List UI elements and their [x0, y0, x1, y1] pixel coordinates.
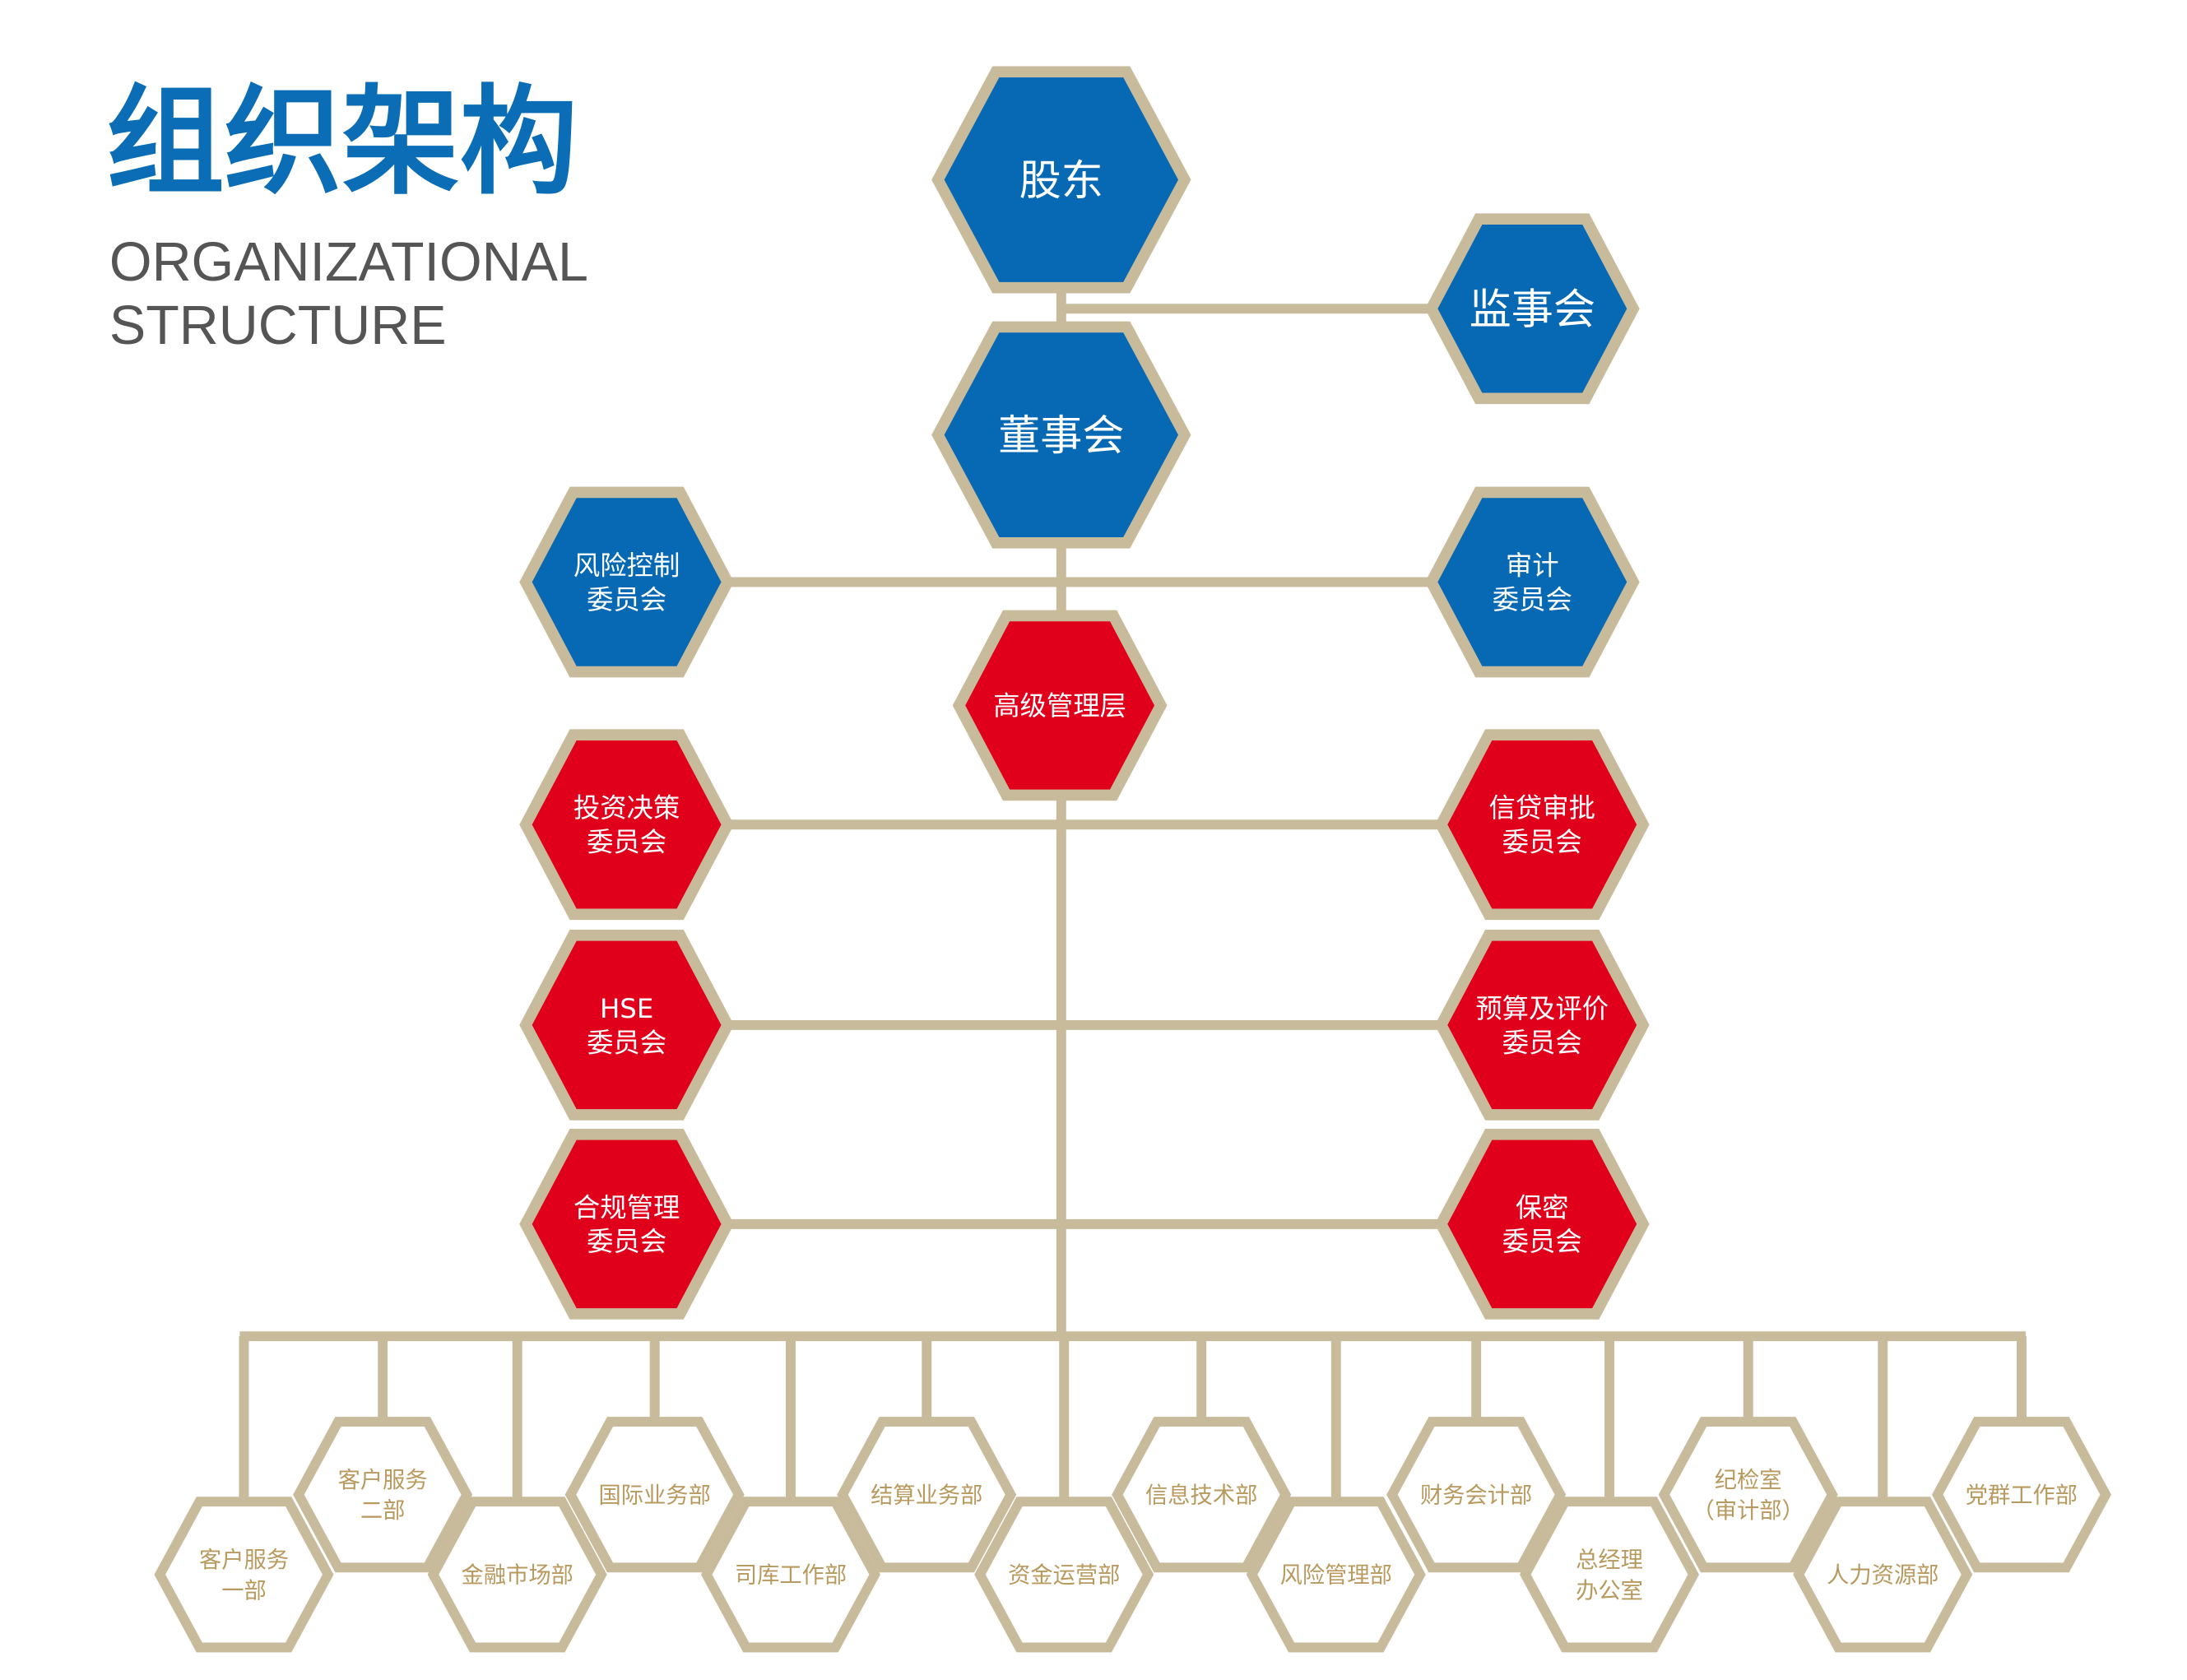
- hexagon-shape: [427, 1497, 607, 1653]
- hexagon-shape: [700, 1497, 880, 1653]
- node-label: 委员会: [587, 827, 666, 858]
- hexagon-shape: [1434, 1128, 1650, 1320]
- node-label: 风险控制: [573, 550, 680, 581]
- page-header: 组织架构 ORGANIZATIONAL STRUCTURE: [106, 73, 587, 356]
- node-label: 保密: [1516, 1192, 1569, 1223]
- hexagon-shape: [1434, 729, 1650, 921]
- node-label: 委员会: [587, 1226, 666, 1257]
- hexagon-shape: [1520, 1497, 1700, 1653]
- page-title: 组织架构: [106, 73, 577, 211]
- hexagon-shape: [952, 610, 1168, 801]
- department-node[interactable]: 党群工作部: [1931, 1417, 2111, 1573]
- node-label: 审计: [1506, 550, 1559, 581]
- department-label: 国际业务部: [599, 1483, 711, 1509]
- hexagon-shape: [931, 66, 1191, 294]
- department-label: 资金运营部: [1008, 1563, 1120, 1589]
- department-label: 司库工作部: [735, 1563, 847, 1589]
- department-label: 人力资源部: [1827, 1563, 1939, 1589]
- department-label: （审计部）: [1692, 1498, 1804, 1524]
- hexagon-shape: [564, 1417, 745, 1573]
- node-senior-management[interactable]: 高级管理层: [952, 610, 1168, 801]
- department-node[interactable]: 结算业务部: [837, 1417, 1017, 1573]
- hexagon-shape: [1424, 213, 1640, 405]
- node-label: 信贷审批: [1489, 792, 1595, 824]
- hexagon-shape: [1386, 1417, 1567, 1573]
- hexagon-shape: [1931, 1417, 2111, 1573]
- department-node[interactable]: 风险管理部: [1246, 1497, 1426, 1653]
- node-label: 投资决策: [573, 792, 680, 824]
- page-subtitle-line1: ORGANIZATIONAL: [109, 232, 588, 293]
- node-label: 预算及评价: [1475, 993, 1609, 1024]
- node-label: 高级管理层: [993, 690, 1126, 722]
- department-nodes: 客户服务一部客户服务二部金融市场部国际业务部司库工作部结算业务部资金运营部信息技…: [154, 1417, 2111, 1653]
- node-label: HSE: [600, 993, 653, 1024]
- hexagon-shape: [974, 1497, 1154, 1653]
- node-label: 委员会: [587, 1027, 666, 1058]
- department-label: 信息技术部: [1145, 1483, 1257, 1509]
- node-label: 委员会: [587, 584, 666, 615]
- node-label: 委员会: [1502, 827, 1582, 858]
- hexagon-shape: [519, 1128, 735, 1320]
- hexagon-shape: [1793, 1497, 1973, 1653]
- department-label: 结算业务部: [871, 1483, 982, 1509]
- hexagon-shape: [1246, 1497, 1426, 1653]
- department-label: 客户服务: [199, 1548, 289, 1573]
- department-node[interactable]: 金融市场部: [427, 1497, 607, 1653]
- hexagon-shape: [519, 486, 735, 678]
- department-label: 风险管理部: [1280, 1563, 1392, 1589]
- node-label: 股东: [1019, 157, 1103, 206]
- node-label: 监事会: [1470, 286, 1595, 335]
- node-shareholders[interactable]: 股东: [931, 66, 1191, 294]
- department-node[interactable]: 资金运营部: [974, 1497, 1154, 1653]
- department-label: 金融市场部: [462, 1563, 573, 1589]
- department-label: 总经理: [1576, 1548, 1643, 1573]
- department-label: 纪检室: [1715, 1468, 1782, 1493]
- hexagon-shape: [1658, 1417, 1838, 1573]
- page-subtitle-line2: STRUCTURE: [109, 295, 447, 356]
- node-supervisory-board[interactable]: 监事会: [1424, 213, 1640, 405]
- department-label: 办公室: [1576, 1578, 1643, 1603]
- connector-lines: [239, 281, 2027, 1502]
- department-node[interactable]: 纪检室 （审计部）: [1658, 1417, 1838, 1573]
- hexagon-shape: [1424, 486, 1640, 678]
- hexagon-shape: [1434, 930, 1650, 1121]
- node-label: 委员会: [1502, 1027, 1582, 1058]
- hexagon-shape: [519, 930, 735, 1121]
- department-node[interactable]: 财务会计部: [1386, 1417, 1567, 1573]
- department-node[interactable]: 人力资源部: [1793, 1497, 1973, 1653]
- hexagon-shape: [1112, 1417, 1292, 1573]
- node-label: 委员会: [1493, 584, 1572, 615]
- department-node[interactable]: 信息技术部: [1112, 1417, 1292, 1573]
- department-label: 二部: [360, 1498, 406, 1524]
- hexagon-shape: [931, 321, 1191, 549]
- node-label: 委员会: [1502, 1226, 1582, 1257]
- department-node[interactable]: 司库工作部: [700, 1497, 880, 1653]
- org-nodes: 股东监事会董事会风险控制委员会审计委员会高级管理层投资决策委员会信贷审批委员会H…: [519, 66, 1650, 1320]
- department-label: 财务会计部: [1420, 1483, 1532, 1509]
- department-node[interactable]: 国际业务部: [564, 1417, 745, 1573]
- hexagon-shape: [519, 729, 735, 921]
- node-label: 合规管理: [573, 1192, 680, 1223]
- hexagon-shape: [154, 1497, 334, 1653]
- department-label: 一部: [221, 1578, 267, 1603]
- department-label: 客户服务: [338, 1468, 428, 1493]
- department-label: 党群工作部: [1966, 1483, 2078, 1509]
- node-board-of-directors[interactable]: 董事会: [931, 321, 1191, 549]
- hexagon-shape: [293, 1417, 473, 1573]
- node-label: 董事会: [998, 412, 1124, 461]
- hexagon-shape: [837, 1417, 1017, 1573]
